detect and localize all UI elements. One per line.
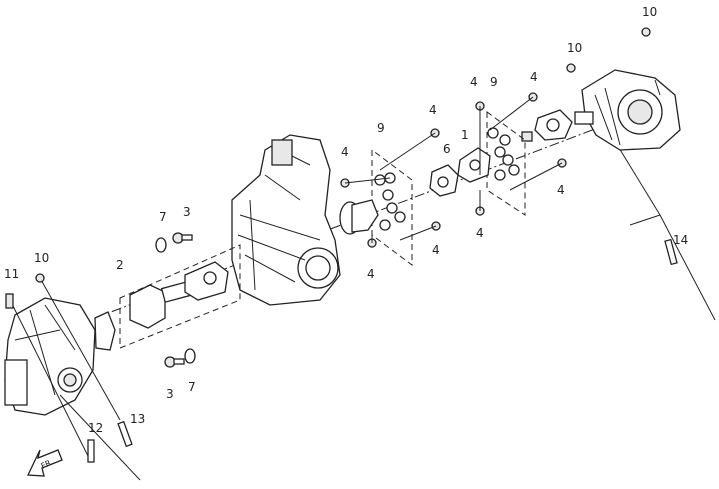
nut-10-front	[35, 273, 45, 283]
rear-cross-bearing-kit	[487, 127, 520, 181]
callout-4: 4	[557, 183, 565, 197]
callout-9: 9	[490, 75, 498, 89]
bolt-11	[5, 293, 14, 309]
nut-10-rear-b	[566, 63, 576, 73]
callout-7: 7	[188, 380, 196, 394]
callout-10: 10	[642, 5, 657, 19]
callout-13: 13	[130, 412, 145, 426]
direction-arrow-text: FR	[39, 458, 52, 471]
kit-outline-9-front	[371, 149, 413, 266]
callout-12: 12	[88, 421, 103, 435]
bolt-3-top	[172, 232, 193, 244]
leader-line-14b	[629, 214, 661, 226]
callout-2: 2	[116, 258, 124, 272]
front-cross-bearing-kit	[374, 172, 406, 231]
leader-line-14	[604, 124, 716, 321]
bolt-3-bottom	[164, 356, 185, 368]
callout-9: 9	[377, 121, 385, 135]
callout-4: 4	[341, 145, 349, 159]
front-direction-arrow-icon: FR	[26, 449, 63, 477]
front-differential	[4, 297, 116, 416]
stud-13	[117, 420, 133, 448]
callout-4: 4	[432, 243, 440, 257]
callout-1: 1	[461, 128, 469, 142]
callout-4: 4	[470, 75, 478, 89]
callout-10: 10	[34, 251, 49, 265]
front-propeller-shaft	[129, 261, 229, 329]
center-yoke-1	[457, 147, 491, 183]
kit-outline-2	[119, 244, 241, 349]
front-diff-leaders	[9, 277, 141, 481]
callout-14: 14	[673, 233, 688, 247]
callout-4: 4	[530, 70, 538, 84]
nut-10-rear-a	[641, 27, 651, 37]
callout-labels: 10 10 4 9 4 4 9 1 6 4 4 4 4 4 7 3 14 2 1…	[4, 5, 688, 435]
callout-3: 3	[166, 387, 174, 401]
callout-11: 11	[4, 267, 19, 281]
stud-14	[664, 238, 678, 266]
stud-12	[87, 439, 95, 463]
callout-4: 4	[367, 267, 375, 281]
callout-3: 3	[183, 205, 191, 219]
callout-4: 4	[476, 226, 484, 240]
washer-leaders	[344, 96, 563, 243]
o-ring-7-bottom	[184, 348, 196, 364]
callout-10: 10	[567, 41, 582, 55]
callout-6: 6	[443, 142, 451, 156]
rear-yoke	[521, 109, 573, 142]
o-ring-7-top	[155, 237, 167, 253]
center-yoke-6	[429, 164, 459, 197]
flange-yoke	[339, 199, 379, 235]
rear-differential	[574, 69, 681, 151]
callout-7: 7	[159, 210, 167, 224]
callout-4: 4	[429, 103, 437, 117]
engine	[231, 134, 341, 306]
